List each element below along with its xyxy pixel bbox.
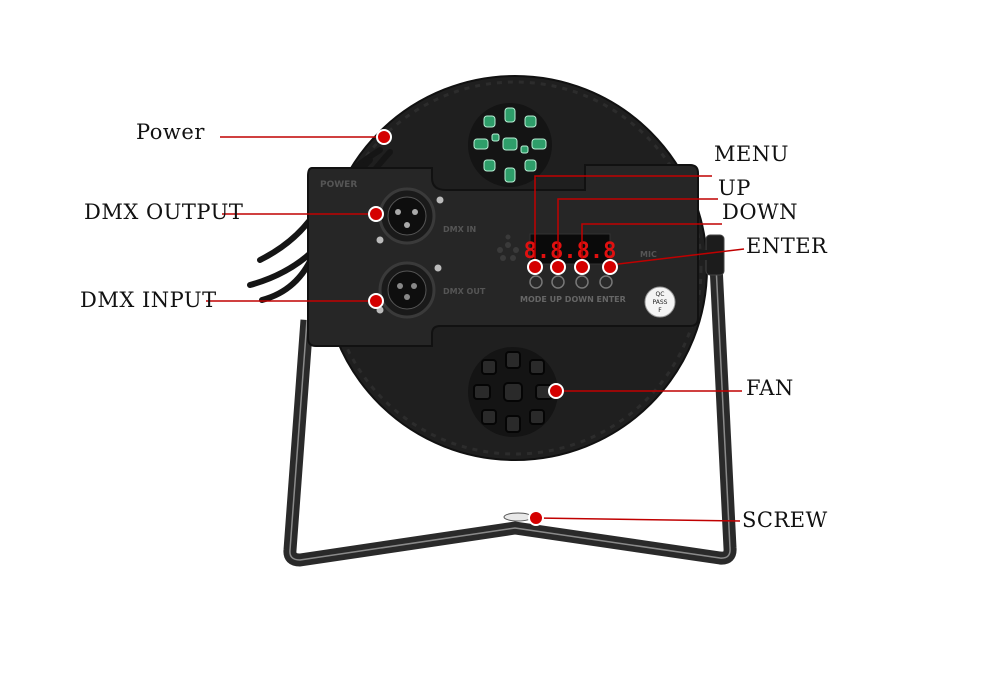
marker-dmx-input <box>368 293 384 309</box>
marker-fan <box>548 383 564 399</box>
label-enter: ENTER <box>746 234 828 258</box>
label-dmx-input: DMX INPUT <box>80 288 217 312</box>
button-labels: MODE UP DOWN ENTER <box>520 295 626 304</box>
panel-power-label: POWER <box>320 180 357 190</box>
marker-dmx-output <box>368 206 384 222</box>
panel-dmx-in-label: DMX IN <box>443 225 476 234</box>
svg-text:PASS: PASS <box>653 299 668 306</box>
label-dmx-output: DMX OUTPUT <box>84 200 244 224</box>
led-window <box>468 103 552 187</box>
display-readout: 8.8.8.8 <box>524 239 617 264</box>
qc-pass-sticker: QC PASS F <box>644 286 676 318</box>
panel-mic-label: MIC <box>640 250 657 259</box>
mode-button[interactable] <box>529 275 543 289</box>
up-button[interactable] <box>551 275 565 289</box>
dmx-input-connector <box>376 261 442 319</box>
down-button[interactable] <box>575 275 589 289</box>
label-power: Power <box>136 120 205 144</box>
svg-text:F: F <box>658 307 662 314</box>
fan-grille <box>468 347 558 437</box>
control-buttons: MODE UP DOWN ENTER <box>520 275 626 304</box>
leader-lines <box>206 136 745 522</box>
mic-grill <box>497 234 519 261</box>
callout-markers <box>368 129 618 526</box>
segment-display: 8.8.8.8 <box>524 233 617 265</box>
marker-up <box>550 259 566 275</box>
panel-dmx-out-label: DMX OUT <box>443 287 486 296</box>
marker-screw <box>528 510 544 526</box>
marker-down <box>574 259 590 275</box>
label-fan: FAN <box>746 376 794 400</box>
marker-power <box>376 129 392 145</box>
marker-enter <box>602 259 618 275</box>
label-menu: MENU <box>714 142 789 166</box>
dmx-output-connector <box>376 187 444 245</box>
svg-text:QC: QC <box>656 291 665 298</box>
label-screw: SCREW <box>742 508 828 532</box>
bracket-knob <box>700 234 725 276</box>
label-down: DOWN <box>722 200 799 224</box>
marker-menu <box>527 259 543 275</box>
label-up: UP <box>718 176 751 200</box>
mounting-bracket <box>283 244 737 567</box>
enter-button[interactable] <box>599 275 613 289</box>
